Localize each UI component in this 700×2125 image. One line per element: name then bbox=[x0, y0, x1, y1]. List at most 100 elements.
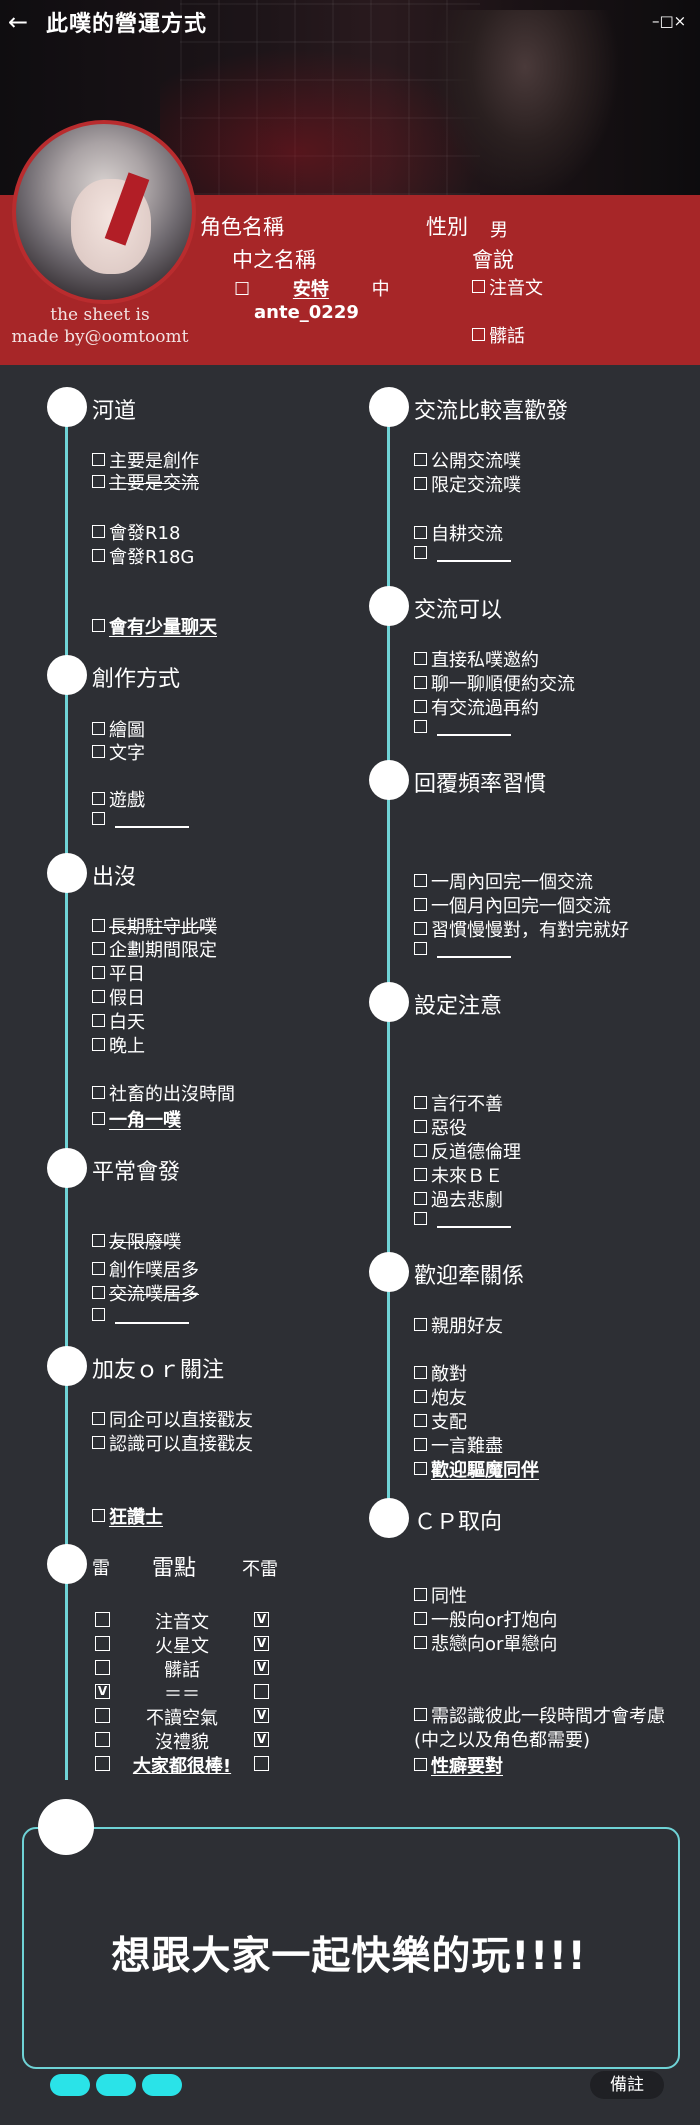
list-item[interactable]: 聊一聊順便約交流 bbox=[414, 670, 575, 696]
list-item-blank[interactable] bbox=[414, 544, 511, 565]
list-item[interactable]: 長期駐守此噗 bbox=[92, 913, 217, 939]
ok-checkbox[interactable]: V bbox=[254, 1636, 269, 1651]
page-tab-1[interactable] bbox=[50, 2074, 90, 2096]
list-item[interactable]: 習慣慢慢對，有對完就好 bbox=[414, 916, 629, 942]
section-dot bbox=[47, 1148, 87, 1188]
list-item[interactable]: 言行不善 bbox=[414, 1090, 503, 1116]
list-item[interactable]: 歡迎驅魔同伴 bbox=[414, 1456, 539, 1482]
section-dot bbox=[369, 1498, 409, 1538]
speak-item-label: 髒話 bbox=[489, 326, 525, 347]
mine-checkbox[interactable] bbox=[95, 1756, 110, 1771]
list-item[interactable]: 限定交流噗 bbox=[414, 471, 521, 497]
list-item[interactable]: 認識可以直接戳友 bbox=[92, 1430, 253, 1456]
mine-checkbox[interactable] bbox=[95, 1708, 110, 1723]
list-item[interactable]: 企劃期間限定 bbox=[92, 936, 217, 962]
gender-value: 男 bbox=[490, 220, 508, 241]
list-item[interactable]: 繪圖 bbox=[92, 716, 145, 742]
list-item[interactable]: 交流噗居多 bbox=[92, 1280, 199, 1306]
list-item[interactable]: 惡役 bbox=[414, 1114, 467, 1140]
list-item[interactable]: 會發R18G bbox=[92, 543, 194, 569]
list-item[interactable]: 同性 bbox=[414, 1582, 467, 1608]
section-create-title: 創作方式 bbox=[92, 667, 181, 692]
section-follow-title: 加友ｏｒ關注 bbox=[92, 1358, 225, 1383]
page-tab-3[interactable] bbox=[142, 2074, 182, 2096]
item-label: 惡役 bbox=[431, 1118, 467, 1139]
speak-item[interactable]: 髒話 bbox=[472, 322, 525, 348]
list-item[interactable]: 反道德倫理 bbox=[414, 1138, 521, 1164]
ok-checkbox[interactable]: V bbox=[254, 1732, 269, 1747]
ok-checkbox[interactable]: V bbox=[254, 1660, 269, 1675]
item-label: 會發R18G bbox=[109, 547, 195, 568]
mine-checkbox[interactable] bbox=[95, 1732, 110, 1747]
list-item[interactable]: 悲戀向or單戀向 bbox=[414, 1630, 557, 1656]
list-item[interactable]: 敵對 bbox=[414, 1360, 467, 1386]
note-button[interactable]: 備註 bbox=[590, 2071, 664, 2099]
list-item[interactable]: 一個月內回完一個交流 bbox=[414, 892, 611, 918]
list-item[interactable]: 平日 bbox=[92, 960, 145, 986]
list-item[interactable]: 狂讚士 bbox=[92, 1503, 163, 1529]
list-item[interactable]: 直接私噗邀約 bbox=[414, 646, 539, 672]
list-item[interactable]: 一角一噗 bbox=[92, 1106, 181, 1132]
section-reply-title: 回覆頻率習慣 bbox=[414, 772, 547, 797]
list-item[interactable]: 一言難盡 bbox=[414, 1432, 503, 1458]
owner-row: ☐ 安特 中 bbox=[234, 275, 390, 301]
item-label: 平日 bbox=[109, 964, 145, 985]
arrow-left-icon[interactable]: ← bbox=[8, 8, 29, 36]
list-item[interactable]: 自耕交流 bbox=[414, 520, 503, 546]
list-item[interactable]: 支配 bbox=[414, 1408, 467, 1434]
ok-checkbox[interactable] bbox=[254, 1756, 269, 1771]
list-item-blank[interactable] bbox=[414, 1210, 511, 1231]
item-label: 歡迎驅魔同伴 bbox=[431, 1460, 539, 1481]
window-controls[interactable]: –□× bbox=[652, 12, 687, 30]
list-item[interactable]: 過去悲劇 bbox=[414, 1186, 503, 1212]
mine-checkbox[interactable] bbox=[95, 1660, 110, 1675]
list-item-blank[interactable] bbox=[414, 940, 511, 961]
list-item[interactable]: 社畜的出沒時間 bbox=[92, 1080, 235, 1106]
owner-name-label: 中之名稱 bbox=[232, 248, 316, 272]
list-item[interactable]: 假日 bbox=[92, 984, 145, 1010]
list-item[interactable]: 炮友 bbox=[414, 1384, 467, 1410]
mine-checkbox[interactable] bbox=[95, 1636, 110, 1651]
list-item[interactable]: 性癖要對 bbox=[414, 1752, 503, 1778]
credit-line-1: the sheet is bbox=[50, 305, 150, 325]
list-item[interactable]: 文字 bbox=[92, 739, 145, 765]
mine-checkbox[interactable]: V bbox=[95, 1684, 110, 1699]
list-item[interactable]: 會發R18 bbox=[92, 519, 180, 545]
ok-checkbox[interactable]: V bbox=[254, 1708, 269, 1723]
list-item[interactable]: 親朋好友 bbox=[414, 1312, 503, 1338]
ok-checkbox[interactable]: V bbox=[254, 1612, 269, 1627]
list-item[interactable]: 有交流過再約 bbox=[414, 694, 539, 720]
list-item[interactable]: 公開交流噗 bbox=[414, 447, 521, 473]
section-river-title: 河道 bbox=[92, 399, 137, 424]
item-label: 長期駐守此噗 bbox=[109, 917, 217, 938]
list-item-blank[interactable] bbox=[92, 1306, 189, 1327]
blank-line bbox=[437, 942, 511, 958]
list-item[interactable]: 創作噗居多 bbox=[92, 1256, 199, 1282]
owner-checkbox[interactable]: ☐ bbox=[234, 279, 251, 300]
list-item[interactable]: 晚上 bbox=[92, 1032, 145, 1058]
list-item-blank[interactable] bbox=[92, 810, 189, 831]
list-item-blank[interactable] bbox=[414, 718, 511, 739]
list-item[interactable]: 需認識彼此一段時間才會考慮 bbox=[414, 1702, 665, 1728]
section-cp-title: ＣＰ取向 bbox=[414, 1510, 503, 1535]
list-item[interactable]: 一般向or打炮向 bbox=[414, 1606, 557, 1632]
section-caution-title: 設定注意 bbox=[414, 994, 503, 1019]
mine-checkbox[interactable] bbox=[95, 1612, 110, 1627]
list-item[interactable]: 同企可以直接戳友 bbox=[92, 1406, 253, 1432]
list-item[interactable]: 主要是交流 bbox=[92, 469, 199, 495]
item-label: 未來ＢＥ bbox=[431, 1166, 503, 1187]
list-item[interactable]: 主要是創作 bbox=[92, 447, 199, 473]
section-prefer-title: 交流比較喜歡發 bbox=[414, 399, 569, 424]
page-tab-2[interactable] bbox=[96, 2074, 136, 2096]
list-item[interactable]: 未來ＢＥ bbox=[414, 1162, 503, 1188]
list-item[interactable]: 白天 bbox=[92, 1008, 145, 1034]
list-item[interactable]: 遊戲 bbox=[92, 786, 145, 812]
speak-item[interactable]: 注音文 bbox=[472, 274, 543, 300]
item-label: 需認識彼此一段時間才會考慮 bbox=[431, 1706, 665, 1727]
list-item[interactable]: 會有少量聊天 bbox=[92, 613, 217, 639]
list-item[interactable]: 友限廢噗 bbox=[92, 1228, 181, 1254]
section-mines-title: 雷點 bbox=[152, 1556, 197, 1581]
mine-label: 髒話 bbox=[164, 1660, 200, 1681]
ok-checkbox[interactable] bbox=[254, 1684, 269, 1699]
list-item[interactable]: 一周內回完一個交流 bbox=[414, 868, 593, 894]
